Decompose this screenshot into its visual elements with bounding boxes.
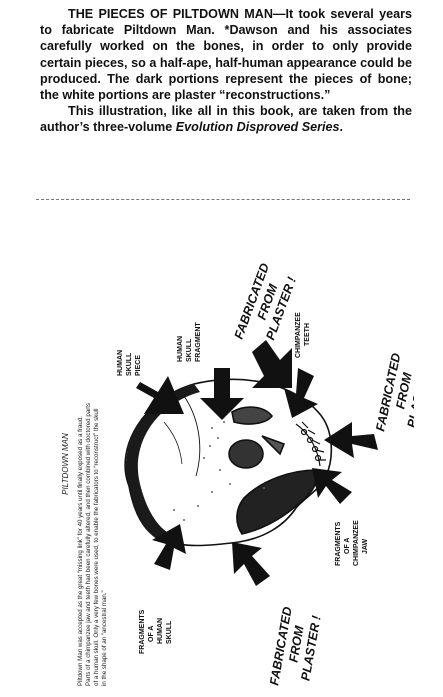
bone-shading	[173, 421, 265, 521]
arrow-chimp-jaw	[312, 468, 352, 504]
caption-paragraph-1: THE PIECES OF PILTDOWN MAN—It took sever…	[40, 6, 412, 103]
arrow-human-skull-piece	[136, 376, 184, 414]
illustration-description-line-2: Parts of a chimpanzee jaw and teeth had …	[85, 403, 92, 686]
arrow-fabricated-bottom	[232, 542, 270, 586]
caption-paragraph-2: This illustration, like all in this book…	[40, 103, 412, 135]
arrows	[136, 340, 378, 586]
label-fragments-human-skull-3: HUMAN	[157, 618, 164, 644]
label-chimpanzee-teeth-1: CHIMPANZEE	[295, 312, 302, 358]
piltdown-illustration: PILTDOWN MAN Piltdown Man was accepted a…	[34, 208, 414, 694]
label-fabricated-bottom-2: FROM	[286, 624, 306, 663]
label-human-skull-fragment-2: SKULL	[186, 338, 193, 362]
arrow-fabricated-top	[252, 340, 292, 388]
label-fragments-human-skull-4: SKULL	[166, 620, 173, 644]
cheek-bone-piece	[231, 406, 274, 425]
label-fragments-human-skull-2: OF A	[148, 626, 155, 642]
nasal-opening	[261, 435, 286, 456]
dark-jaw-fragment	[236, 469, 318, 535]
arrow-human-skull-fragments	[152, 524, 186, 570]
caption-block: THE PIECES OF PILTDOWN MAN—It took sever…	[40, 6, 412, 136]
arrow-chimpanzee-teeth	[284, 368, 318, 418]
label-fragments-chimp-jaw-1: FRAGMENTS	[335, 521, 342, 566]
label-fragments-human-skull-1: FRAGMENTS	[139, 609, 146, 654]
illustration-description-line-3: of a human skull. Only a very few bones …	[93, 408, 100, 686]
arrow-fabricated-right	[324, 422, 378, 458]
illustration-description-line-1: Piltdown Man was accepted as the great “…	[77, 416, 84, 686]
label-chimpanzee-teeth-2: TEETH	[304, 323, 311, 346]
label-human-skull-piece-2: SKULL	[126, 352, 133, 376]
caption-credit: This illustration, like all in this book…	[40, 104, 412, 135]
caption-heading: THE PIECES OF PILTDOWN MAN	[68, 7, 273, 21]
label-human-skull-fragment-3: FRAGMENT	[195, 322, 202, 362]
illustration-drawing: PILTDOWN MAN Piltdown Man was accepted a…	[61, 261, 414, 686]
series-title: Evolution Disproved Series	[175, 120, 340, 135]
eye-socket	[228, 439, 264, 469]
label-fabricated-right-2: FROM	[393, 371, 414, 410]
label-fragments-chimp-jaw-4: JAW	[362, 538, 369, 554]
arrow-human-skull-fragment	[200, 368, 244, 420]
label-human-skull-piece-1: HUMAN	[117, 350, 124, 376]
skull-drawing	[124, 378, 333, 547]
label-fragments-chimp-jaw-2: OF A	[344, 538, 351, 554]
caption-body: —It took several years to fabricate Pilt…	[40, 7, 412, 103]
illustration-title: PILTDOWN MAN	[61, 433, 70, 495]
label-human-skull-fragment-1: HUMAN	[177, 336, 184, 362]
dark-bone-arc	[125, 384, 200, 542]
illustration-description-line-4: in the shape of an “ancestral man.”	[101, 590, 108, 686]
teeth-row	[295, 421, 326, 467]
label-fragments-chimp-jaw-3: CHIMPANZEE	[353, 520, 360, 566]
caption-credit-end: .	[339, 120, 344, 135]
dashed-divider	[36, 199, 410, 200]
label-human-skull-piece-3: PIECE	[135, 355, 142, 376]
